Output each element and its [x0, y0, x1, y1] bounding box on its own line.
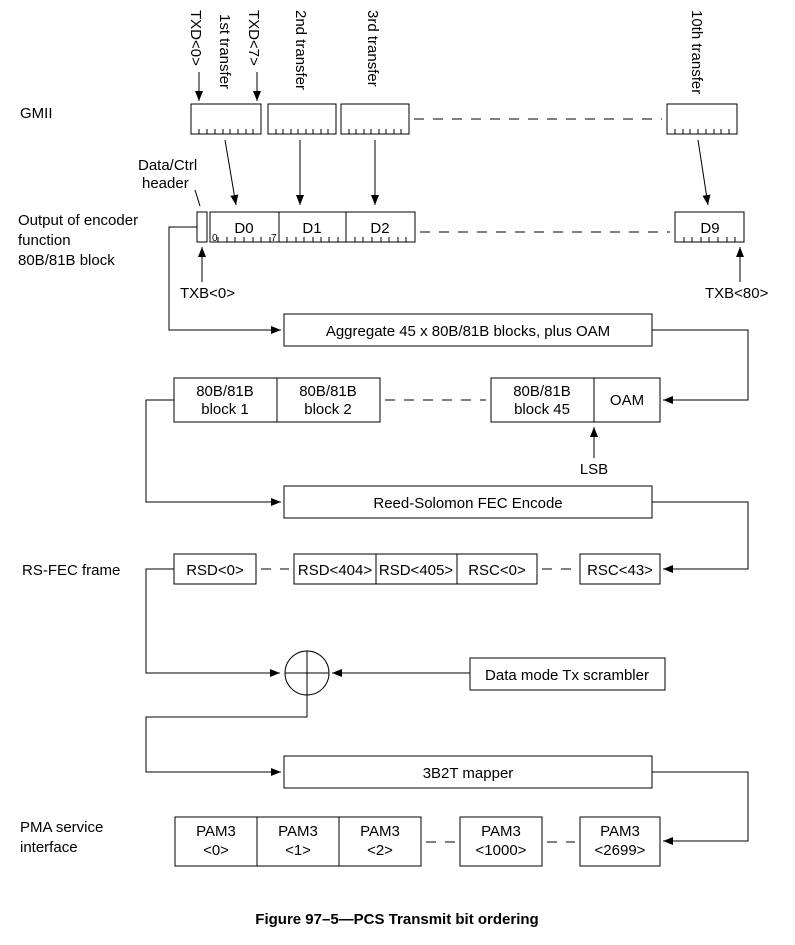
rsc-43-cell: RSC<43> — [579, 553, 661, 585]
gmii-box-10 — [666, 103, 738, 135]
encoder-output-label-1: Output of encoder — [18, 212, 138, 229]
rsd-404-label: RSD<404> — [298, 562, 372, 579]
fec-encode-box — [283, 485, 653, 519]
pam3-cell-1-label-2: <1> — [285, 842, 311, 859]
pma-service-label-2: interface — [20, 839, 78, 856]
encoder-block-d1-label: D1 — [302, 220, 321, 237]
encoder-output-label-3: 80B/81B block — [18, 252, 115, 269]
txd7-label: TXD<7> — [245, 10, 262, 66]
pam3-cell-1000: PAM3 <1000> — [459, 816, 543, 867]
pam3-cell-2-label-2: <2> — [367, 842, 393, 859]
pam3-cell-2: PAM3 <2> — [338, 816, 422, 867]
encoder-block-d9-label: D9 — [700, 220, 719, 237]
data-ctrl-header-bit — [196, 211, 208, 243]
aggregate-box-label: Aggregate 45 x 80B/81B blocks, plus OAM — [326, 323, 610, 340]
oam-block: OAM — [593, 377, 661, 423]
block-2-label-2: block 2 — [304, 401, 352, 418]
rsd-405-label: RSD<405> — [379, 562, 453, 579]
block-45: 80B/81B block 45 — [490, 377, 595, 423]
gmii-label: GMII — [20, 105, 53, 122]
rsc-0-label: RSC<0> — [468, 562, 526, 579]
rsc-43-label: RSC<43> — [587, 562, 653, 579]
frame-to-xor-arrow — [145, 568, 280, 677]
transfer-10-label: 10th transfer — [688, 10, 705, 94]
txb0-label: TXB<0> — [180, 285, 235, 302]
block-45-label-2: block 45 — [514, 401, 570, 418]
rsd-0-cell: RSD<0> — [173, 553, 257, 585]
pam3-cell-2699-label-2: <2699> — [595, 842, 646, 859]
block-1-label-1: 80B/81B — [196, 383, 254, 400]
figure-caption: Figure 97–5—PCS Transmit bit ordering — [255, 911, 538, 928]
oam-block-label: OAM — [610, 392, 644, 409]
transfer-1-label: 1st transfer — [216, 14, 233, 89]
pam3-cell-0-label-1: PAM3 — [196, 823, 236, 840]
xor-symbol — [284, 650, 330, 696]
transfer-2-label: 2nd transfer — [292, 10, 309, 90]
transfer-1-arrow — [224, 139, 239, 206]
xor-to-mapper-arrow — [145, 695, 308, 776]
scrambler-box — [469, 657, 666, 691]
pam3-cell-0: PAM3 <0> — [174, 816, 258, 867]
gmii-box-1 — [190, 103, 262, 135]
pam3-cell-2699-label-1: PAM3 — [600, 823, 640, 840]
transfer-3-label: 3rd transfer — [364, 10, 381, 87]
lsb-label: LSB — [580, 461, 608, 478]
gmii-box-3 — [340, 103, 410, 135]
bit-0-label: 0 — [212, 233, 218, 244]
pam3-cell-0-label-2: <0> — [203, 842, 229, 859]
fec-encode-box-label: Reed-Solomon FEC Encode — [373, 495, 562, 512]
transfer-10-arrow — [697, 139, 711, 206]
aggregate-to-blocks-arrow — [652, 329, 749, 404]
rsc-0-cell: RSC<0> — [456, 553, 538, 585]
pam3-cell-1-label-1: PAM3 — [278, 823, 318, 840]
block-2: 80B/81B block 2 — [276, 377, 381, 423]
encoder-to-aggregate-arrow — [168, 226, 281, 334]
encoder-output-label-2: function — [18, 232, 71, 249]
data-ctrl-header-label-2: header — [142, 175, 189, 192]
rsd-0-label: RSD<0> — [186, 562, 244, 579]
encoder-block-d2-label: D2 — [370, 220, 389, 237]
pam3-cell-1000-label-1: PAM3 — [481, 823, 521, 840]
gmii-box-2 — [267, 103, 337, 135]
pam3-cell-2699: PAM3 <2699> — [579, 816, 661, 867]
rsd-404-cell: RSD<404> — [293, 553, 377, 585]
pma-service-label-1: PMA service — [20, 819, 103, 836]
block-1: 80B/81B block 1 — [173, 377, 278, 423]
encoder-block-d0: D0 0 7 — [209, 211, 280, 244]
pam3-cell-1000-label-2: <1000> — [476, 842, 527, 859]
encoder-block-d2: D2 — [345, 211, 416, 243]
txd0-label: TXD<0> — [187, 10, 204, 66]
pam3-cell-1: PAM3 <1> — [256, 816, 340, 867]
mapper-box — [283, 755, 653, 789]
bit-7-label: 7 — [271, 233, 277, 244]
mapper-to-pam3-arrow — [652, 771, 749, 845]
mapper-box-label: 3B2T mapper — [423, 765, 514, 782]
data-ctrl-header-label-1: Data/Ctrl — [138, 157, 197, 174]
encoder-block-d9: D9 — [674, 211, 745, 243]
block-45-label-1: 80B/81B — [513, 383, 571, 400]
rs-fec-frame-label: RS-FEC frame — [22, 562, 120, 579]
encoder-block-d1: D1 — [278, 211, 347, 243]
block-1-label-2: block 1 — [201, 401, 249, 418]
block-2-label-1: 80B/81B — [299, 383, 357, 400]
txb80-label: TXB<80> — [705, 285, 769, 302]
rsd-405-cell: RSD<405> — [375, 553, 458, 585]
scrambler-box-label: Data mode Tx scrambler — [485, 667, 649, 684]
blocks-to-fec-arrow — [145, 399, 281, 506]
pam3-cell-2-label-1: PAM3 — [360, 823, 400, 840]
header-pointer-line — [194, 189, 201, 207]
fec-to-frame-arrow — [652, 501, 749, 573]
encoder-block-d0-label: D0 — [234, 220, 253, 237]
